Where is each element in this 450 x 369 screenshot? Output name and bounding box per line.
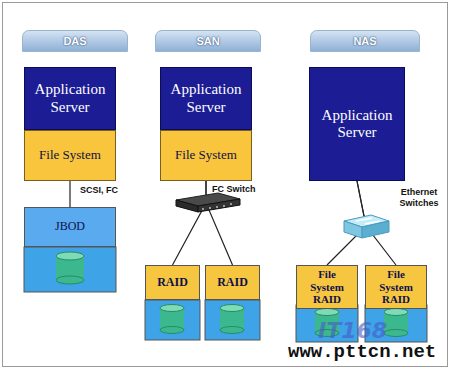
header-tab: DAS [22,30,128,52]
server-box: Application Server [24,67,116,130]
jbod-box: JBOD [24,207,116,247]
server-box: Application Server [309,67,405,181]
box-text: File System RAID [369,268,423,306]
edge-label: SCSI, FC [80,185,118,195]
box-text: RAID [217,276,248,290]
box-text: File System [39,148,101,163]
disk-panel [145,300,200,340]
disk-panel [205,300,260,340]
raid-box: RAID [205,265,260,300]
watermark-url: www.pttcn.net [288,341,436,364]
box-text: JBOD [55,220,85,234]
box-text: Application Server [164,81,248,116]
switch-label: Ethernet Switches [396,187,442,209]
box-text: SAN [196,35,219,48]
box-text: File System [175,148,237,163]
ethernet-switch-icon [344,215,389,238]
switch-label: FC Switch [212,184,256,195]
box-text: File System RAID [300,268,354,306]
box-text: NAS [353,35,376,48]
file-system-box: File System [24,130,116,181]
connector-line [69,181,70,207]
connector-line [173,181,207,265]
box-text: Application Server [313,107,401,142]
box-text: DAS [63,35,86,48]
header-tab: NAS [310,30,420,52]
header-tab: SAN [155,30,261,52]
nas-raid-box: File System RAID [365,265,427,309]
nas-raid-box: File System RAID [296,265,358,309]
fc-switch-icon [176,193,240,212]
box-text: Application Server [28,81,112,116]
raid-box: RAID [145,265,200,300]
box-text: RAID [157,276,188,290]
disk-panel [24,247,116,292]
frame [3,3,448,367]
file-system-box: File System [160,130,252,181]
watermark-logo: IT168 [318,318,387,344]
server-box: Application Server [160,67,252,130]
